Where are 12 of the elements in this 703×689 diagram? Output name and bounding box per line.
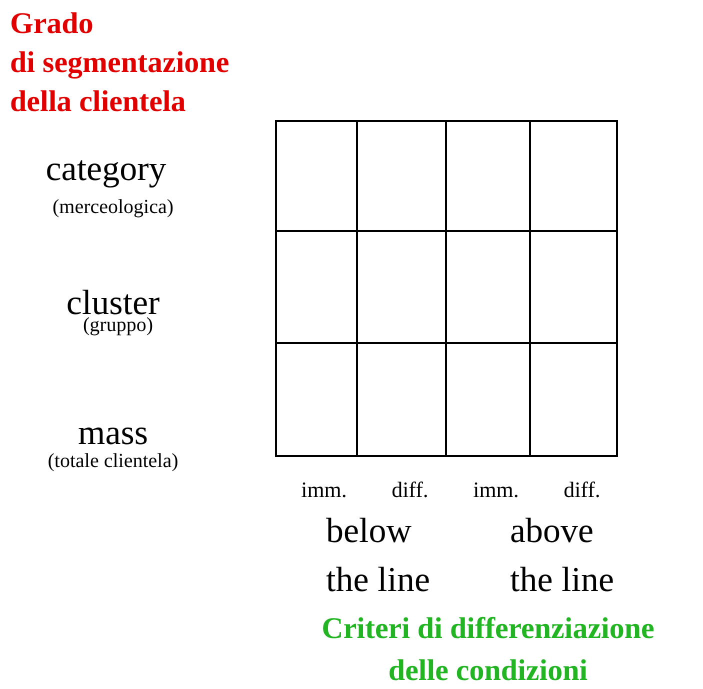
column-group-label: below the line [326,510,430,601]
row-sublabel: (merceologica) [52,196,174,218]
row-label: category [46,150,166,188]
row-label: mass [78,414,148,452]
column-label: diff. [564,478,600,502]
column-group-label: above the line [510,510,614,601]
column-label: imm. [301,478,347,502]
column-label: diff. [392,478,428,502]
axis-title: Criteri di differenziazione delle condizioni [322,611,654,689]
axis-title: Grado di segmentazione della clientela [10,6,230,120]
row-sublabel: (totale clientela) [48,450,178,472]
column-label: imm. [473,478,519,502]
